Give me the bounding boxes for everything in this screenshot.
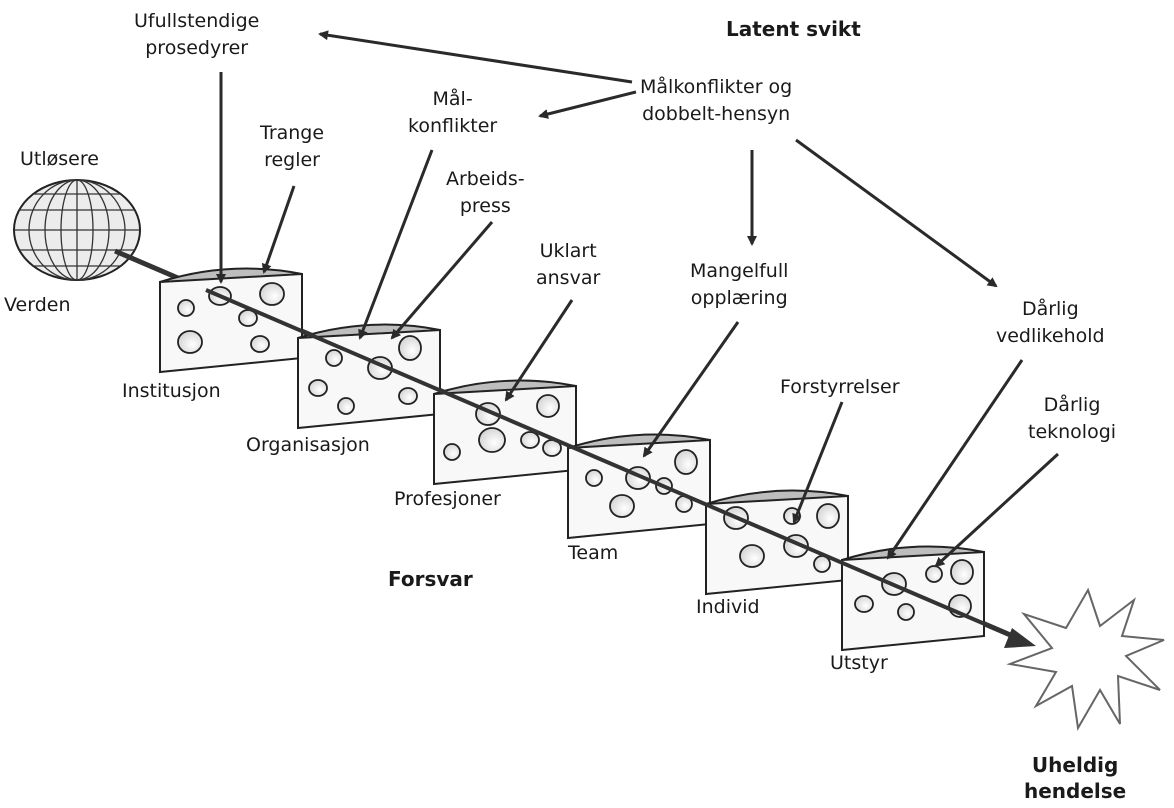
heading-latent-failures: Latent svikt: [726, 17, 861, 41]
cheese-hole: [897, 603, 915, 621]
slice-label-professions: Profesjoner: [394, 488, 501, 510]
arrow-goal-to-procedures: [318, 30, 633, 84]
failure-unclear-responsibility: Uklart ansvar: [536, 238, 600, 292]
cheese-slice-4: [567, 433, 711, 540]
failure-inadequate-training: Mangelfull opplæring: [690, 258, 788, 312]
outcome-label: Uheldig hendelse: [1024, 752, 1126, 804]
cheese-hole: [177, 330, 203, 354]
cheese-hole: [585, 469, 603, 487]
arrow-training: [642, 321, 740, 458]
failure-distractions: Forstyrrelser: [780, 374, 900, 401]
cheese-hole: [925, 565, 943, 583]
cheese-hole: [177, 299, 195, 317]
slice-label-team: Team: [568, 542, 619, 564]
arrow-rules: [261, 185, 296, 274]
cheese-slice-6: [841, 545, 985, 652]
failure-line: opplæring: [690, 287, 788, 309]
arrow-responsibility: [504, 299, 574, 402]
failure-goal-conflicts: Mål- konflikter: [408, 86, 497, 140]
failure-line: prosedyrer: [145, 37, 249, 59]
failure-line: Målkonflikter og: [640, 76, 793, 98]
slice-label-equipment: Utstyr: [830, 652, 888, 674]
cheese-hole: [250, 335, 270, 353]
arrow-technology: [934, 452, 1060, 568]
outcome-line2: hendelse: [1024, 779, 1127, 803]
failure-line: Trange: [260, 122, 325, 144]
world-label: Verden: [4, 294, 71, 316]
cheese-hole: [739, 544, 765, 568]
slice-label-organisation: Organisasjon: [246, 434, 370, 456]
failure-line: regler: [264, 149, 320, 171]
cheese-hole: [398, 387, 418, 405]
heading-defenses: Forsvar: [388, 567, 473, 591]
failure-line: ansvar: [536, 267, 601, 289]
globe-icon: [13, 179, 141, 281]
cheese-hole: [536, 394, 560, 418]
arrow-goalconflicts: [358, 149, 434, 340]
cheese-hole: [308, 379, 328, 397]
cheese-hole: [816, 503, 840, 529]
outcome-line1: Uheldig: [1031, 753, 1119, 777]
failure-line: Forstyrrelser: [780, 376, 900, 398]
cheese-slice-2: [297, 323, 441, 430]
cheese-slice-3: [433, 379, 577, 486]
slice-label-individual: Individ: [696, 596, 760, 618]
cheese-hole: [443, 443, 461, 461]
cheese-hole: [609, 494, 635, 518]
arrow-workload: [390, 221, 494, 340]
arrow-goal-to-maintenance: [795, 138, 998, 288]
cheese-hole: [398, 335, 422, 361]
failure-line: Mangelfull: [690, 260, 789, 282]
cheese-hole: [674, 449, 698, 475]
cheese-hole: [520, 431, 540, 449]
cheese-hole: [854, 595, 874, 613]
cheese-slice-5: [705, 489, 849, 596]
failure-poor-technology: Dårlig teknologi: [1028, 392, 1116, 446]
failure-incomplete-procedures: Ufullstendige prosedyrer: [134, 8, 259, 62]
arrow-goal-to-goalconflicts: [538, 90, 637, 119]
failure-line: press: [459, 195, 511, 217]
cheese-slices: [159, 267, 1023, 652]
failure-line: konflikter: [408, 115, 498, 137]
failure-arrows: [216, 30, 1060, 568]
cheese-hole: [950, 559, 974, 585]
failure-line: teknologi: [1028, 421, 1117, 443]
failure-line: Ufullstendige: [134, 10, 260, 32]
slice-label-institution: Institusjon: [122, 380, 221, 402]
failure-line: vedlikehold: [996, 325, 1105, 347]
cheese-hole: [259, 282, 285, 306]
cheese-hole: [337, 397, 355, 415]
failure-narrow-rules: Trange regler: [260, 120, 324, 174]
triggers-label: Utløsere: [20, 148, 99, 170]
failure-line: Arbeids-: [446, 168, 525, 190]
failure-line: Mål-: [432, 88, 473, 110]
arrow-maintenance: [886, 359, 1024, 560]
failure-line: Uklart: [539, 240, 597, 262]
failure-line: dobbelt-hensyn: [642, 103, 791, 125]
failure-goal-conflicts-double-concern: Målkonflikter og dobbelt-hensyn: [640, 74, 792, 128]
failure-line: Dårlig: [1021, 298, 1079, 320]
starburst-icon: [1006, 587, 1165, 732]
arrow-distractions: [792, 401, 844, 524]
trajectory-through-holes: [205, 288, 1023, 642]
failure-workload: Arbeids- press: [446, 166, 525, 220]
failure-poor-maintenance: Dårlig vedlikehold: [996, 296, 1105, 350]
cheese-hole: [325, 349, 343, 367]
failure-line: Dårlig: [1043, 394, 1101, 416]
cheese-hole: [478, 427, 506, 453]
